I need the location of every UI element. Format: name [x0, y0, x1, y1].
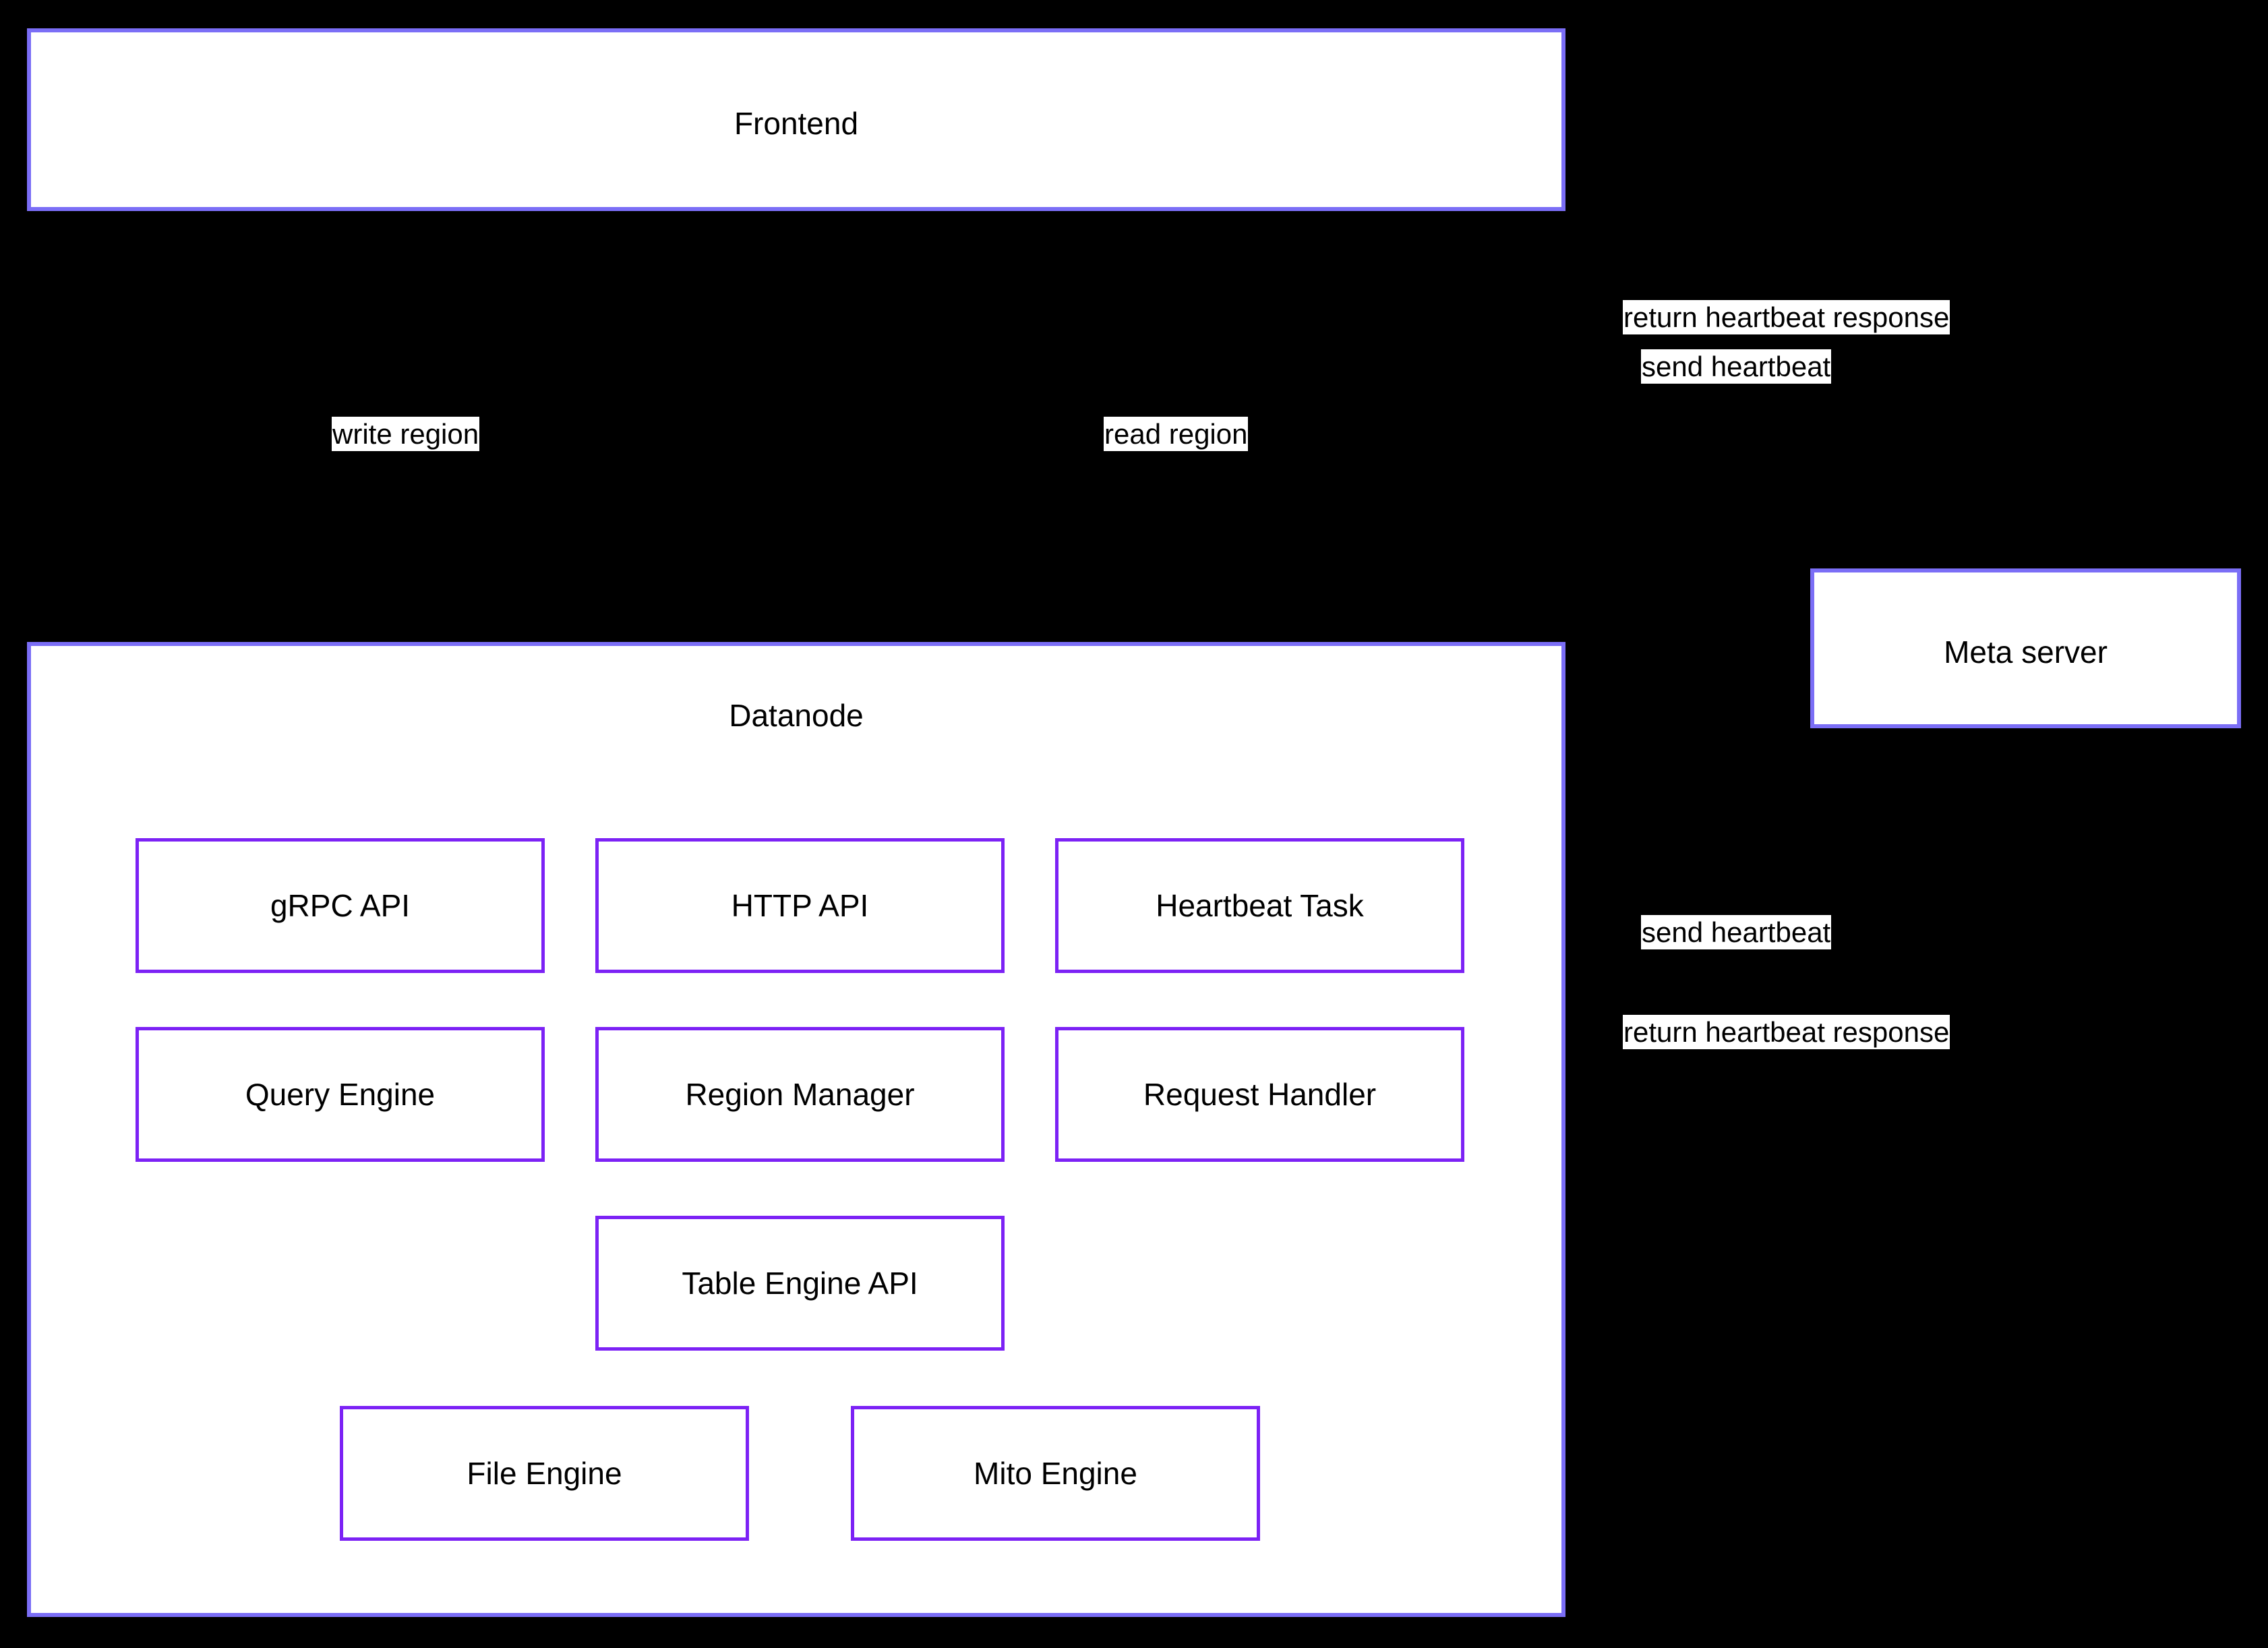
edge-label-datanode-return-heartbeat-response: return heartbeat response [1623, 1015, 1950, 1050]
node-query-engine[interactable]: Query Engine [136, 1027, 545, 1162]
node-table-engine-api[interactable]: Table Engine API [595, 1216, 1005, 1351]
node-query-engine-label: Query Engine [245, 1076, 436, 1112]
node-frontend-label: Frontend [734, 106, 859, 141]
node-region-manager-label: Region Manager [685, 1076, 915, 1112]
edge-label-frontend-return-heartbeat-response: return heartbeat response [1623, 300, 1950, 335]
node-region-manager[interactable]: Region Manager [595, 1027, 1005, 1162]
node-file-engine[interactable]: File Engine [340, 1406, 749, 1541]
node-table-engine-api-label: Table Engine API [682, 1265, 918, 1301]
node-meta-server-label: Meta server [1944, 635, 2108, 670]
node-http-api[interactable]: HTTP API [595, 838, 1005, 973]
node-heartbeat-task-label: Heartbeat Task [1156, 887, 1364, 923]
node-http-api-label: HTTP API [731, 887, 869, 923]
edge-label-frontend-send-heartbeat: send heartbeat [1641, 349, 1832, 384]
node-datanode[interactable]: Datanode gRPC API HTTP API Heartbeat Tas… [27, 642, 1565, 1617]
node-mito-engine[interactable]: Mito Engine [851, 1406, 1260, 1541]
node-frontend[interactable]: Frontend [27, 28, 1565, 211]
node-meta-server[interactable]: Meta server [1810, 568, 2241, 728]
edge-label-read-region: read region [1104, 417, 1249, 452]
edge-label-write-region: write region [332, 417, 480, 452]
node-grpc-api[interactable]: gRPC API [136, 838, 545, 973]
node-file-engine-label: File Engine [467, 1455, 622, 1491]
node-datanode-label: Datanode [729, 698, 864, 733]
node-request-handler-label: Request Handler [1143, 1076, 1377, 1112]
node-mito-engine-label: Mito Engine [974, 1455, 1137, 1491]
node-request-handler[interactable]: Request Handler [1055, 1027, 1464, 1162]
edge-label-datanode-send-heartbeat: send heartbeat [1641, 915, 1832, 950]
node-heartbeat-task[interactable]: Heartbeat Task [1055, 838, 1464, 973]
node-grpc-api-label: gRPC API [270, 887, 411, 923]
